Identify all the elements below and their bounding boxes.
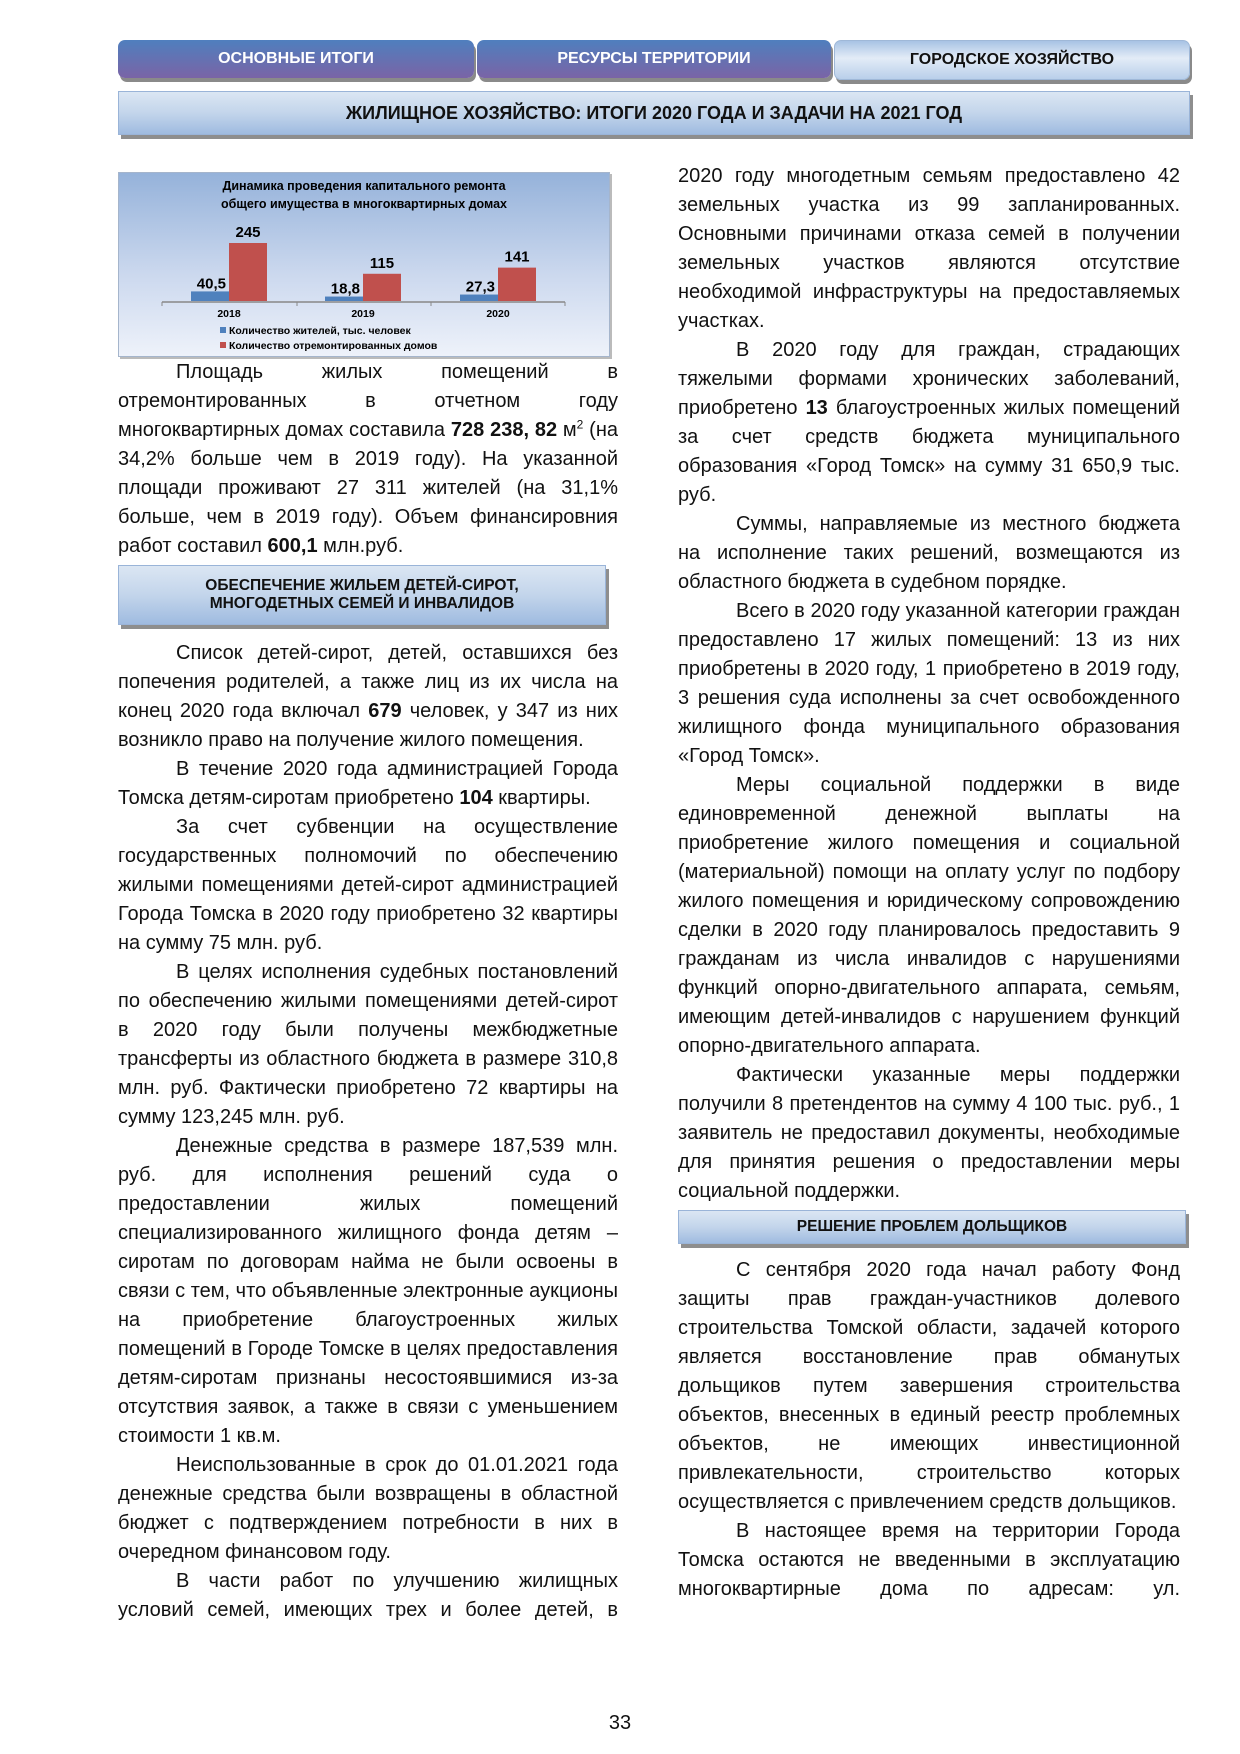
bar-houses-2018: [229, 243, 267, 301]
right-bottom-text: С сентября 2020 года начал работу Фонд з…: [678, 1256, 1180, 1604]
paragraph: Список детей-сирот, детей, оставшихся бе…: [118, 639, 618, 755]
tab-main-results[interactable]: ОСНОВНЫЕ ИТОГИ: [118, 40, 474, 78]
data-label: 27,3: [466, 279, 495, 296]
data-label: 40,5: [197, 275, 226, 292]
data-label: 141: [504, 249, 529, 266]
text-run: Площадь жилых помещений в отремонтирован…: [118, 361, 618, 441]
x-tick-label: 2019: [351, 308, 375, 320]
text-run: 2020 году многодетным семьям предоставле…: [678, 165, 1180, 332]
bar-residents-2020: [460, 294, 498, 301]
paragraph: Суммы, направляемые из местного бюджета …: [678, 510, 1180, 597]
bold-value: 728 238, 82: [450, 419, 558, 441]
paragraph: 2020 году многодетным семьям предоставле…: [678, 162, 1180, 336]
text-run: благоустроенных жилых помещений за счет …: [678, 397, 1180, 506]
legend-entry: Количество отремонтированных домов: [229, 340, 438, 352]
legend-swatch: [220, 327, 226, 333]
page-title-text: ЖИЛИЩНОЕ ХОЗЯЙСТВО: ИТОГИ 2020 ГОДА И ЗА…: [345, 102, 963, 123]
section-header-line: ОБЕСПЕЧЕНИЕ ЖИЛЬЕМ ДЕТЕЙ-СИРОТ,: [205, 577, 519, 594]
tab-label: ГОРОДСКОЕ ХОЗЯЙСТВО: [909, 51, 1115, 68]
bold-value: 104: [459, 787, 493, 809]
bold-value: 600,1: [267, 535, 318, 557]
bold-value: 13: [805, 397, 828, 419]
right-top-text: 2020 году многодетным семьям предоставле…: [678, 162, 1180, 1206]
section-header-shareholders: РЕШЕНИЕ ПРОБЛЕМ ДОЛЬЩИКОВ: [678, 1210, 1186, 1244]
paragraph: В целях исполнения судебных постановлени…: [118, 958, 618, 1132]
section-header-orphans: ОБЕСПЕЧЕНИЕ ЖИЛЬЕМ ДЕТЕЙ-СИРОТ, МНОГОДЕТ…: [118, 565, 606, 625]
paragraph: Площадь жилых помещений в отремонтирован…: [118, 358, 618, 561]
text-run: За счет субвенции на осуществление госуд…: [118, 816, 618, 954]
paragraph: В настоящее время на территории Города Т…: [678, 1517, 1180, 1604]
text-run: млн.руб.: [317, 535, 404, 557]
bar-residents-2018: [191, 291, 229, 301]
text-run: (на 34,2% больше чем в 2019 году). На ук…: [118, 419, 618, 557]
text-run: В целях исполнения судебных постановлени…: [118, 961, 618, 1128]
superscript: 2: [576, 417, 584, 432]
data-label: 115: [370, 255, 394, 272]
page-number: 33: [608, 1712, 632, 1734]
left-main-text: Список детей-сирот, детей, оставшихся бе…: [118, 639, 618, 1625]
paragraph: Неиспользованные в срок до 01.01.2021 го…: [118, 1451, 618, 1567]
section-header-line: МНОГОДЕТНЫХ СЕМЕЙ И ИНВАЛИДОВ: [209, 595, 515, 612]
text-run: квартиры.: [492, 787, 591, 809]
chart-title: Динамика проведения капитального ремонта: [222, 179, 506, 193]
tab-city-economy[interactable]: ГОРОДСКОЕ ХОЗЯЙСТВО: [834, 40, 1190, 80]
bar-houses-2019: [363, 273, 401, 301]
text-run: Денежные средства в размере 187,539 млн.…: [118, 1135, 618, 1447]
tab-label: РЕСУРСЫ ТЕРРИТОРИИ: [557, 50, 751, 67]
left-intro-text: Площадь жилых помещений в отремонтирован…: [118, 358, 618, 561]
text-run: В течение 2020 года администрацией Город…: [118, 758, 618, 809]
text-run: м: [557, 419, 577, 441]
text-run: В части работ по улучшению жилищных усло…: [118, 1570, 618, 1621]
bold-value: 679: [368, 700, 402, 722]
text-run: Меры социальной поддержки в виде единовр…: [678, 774, 1180, 1057]
paragraph: За счет субвенции на осуществление госуд…: [118, 813, 618, 958]
paragraph: В 2020 году для граждан, страдающих тяже…: [678, 336, 1180, 510]
text-run: Фактически указанные меры поддержки полу…: [678, 1064, 1180, 1202]
data-label: 18,8: [331, 281, 360, 298]
left-column: Площадь жилых помещений в отремонтирован…: [118, 358, 618, 1625]
data-label: 245: [235, 224, 260, 241]
bar-residents-2019: [325, 296, 363, 301]
x-tick-label: 2020: [486, 308, 510, 320]
page-title: ЖИЛИЩНОЕ ХОЗЯЙСТВО: ИТОГИ 2020 ГОДА И ЗА…: [118, 91, 1190, 135]
paragraph: В части работ по улучшению жилищных усло…: [118, 1567, 618, 1625]
text-run: С сентября 2020 года начал работу Фонд з…: [678, 1259, 1180, 1513]
paragraph: Меры социальной поддержки в виде единовр…: [678, 771, 1180, 1061]
chart-title: общего имущества в многоквартирных домах: [221, 197, 507, 211]
paragraph: С сентября 2020 года начал работу Фонд з…: [678, 1256, 1180, 1517]
x-tick-label: 2018: [217, 308, 241, 320]
text-run: Список детей-сирот, детей, оставшихся бе…: [118, 642, 618, 722]
legend-swatch: [220, 342, 226, 348]
text-run: В 2020 году для граждан, страдающих тяже…: [678, 339, 1180, 419]
right-column: 2020 году многодетным семьям предоставле…: [678, 162, 1186, 1604]
chart-svg: Динамика проведения капитального ремонта…: [161, 179, 566, 352]
paragraph: Денежные средства в размере 187,539 млн.…: [118, 1132, 618, 1451]
bar-houses-2020: [498, 267, 536, 301]
paragraph: Всего в 2020 году указанной категории гр…: [678, 597, 1180, 771]
paragraph: Фактически указанные меры поддержки полу…: [678, 1061, 1180, 1206]
text-run: Суммы, направляемые из местного бюджета …: [678, 513, 1180, 593]
text-run: человек, у 347 из них возникло право на …: [118, 700, 618, 751]
text-run: Всего в 2020 году указанной категории гр…: [678, 600, 1180, 767]
section-header-text: РЕШЕНИЕ ПРОБЛЕМ ДОЛЬЩИКОВ: [796, 1218, 1068, 1235]
tab-label: ОСНОВНЫЕ ИТОГИ: [218, 50, 374, 67]
text-run: Неиспользованные в срок до 01.01.2021 го…: [118, 1454, 618, 1563]
repair-chart: Динамика проведения капитального ремонта…: [118, 172, 610, 357]
paragraph: В течение 2020 года администрацией Город…: [118, 755, 618, 813]
text-run: В настоящее время на территории Города Т…: [678, 1520, 1180, 1600]
legend-entry: Количество жителей, тыс. человек: [229, 325, 411, 337]
tab-territory-resources[interactable]: РЕСУРСЫ ТЕРРИТОРИИ: [477, 40, 831, 78]
